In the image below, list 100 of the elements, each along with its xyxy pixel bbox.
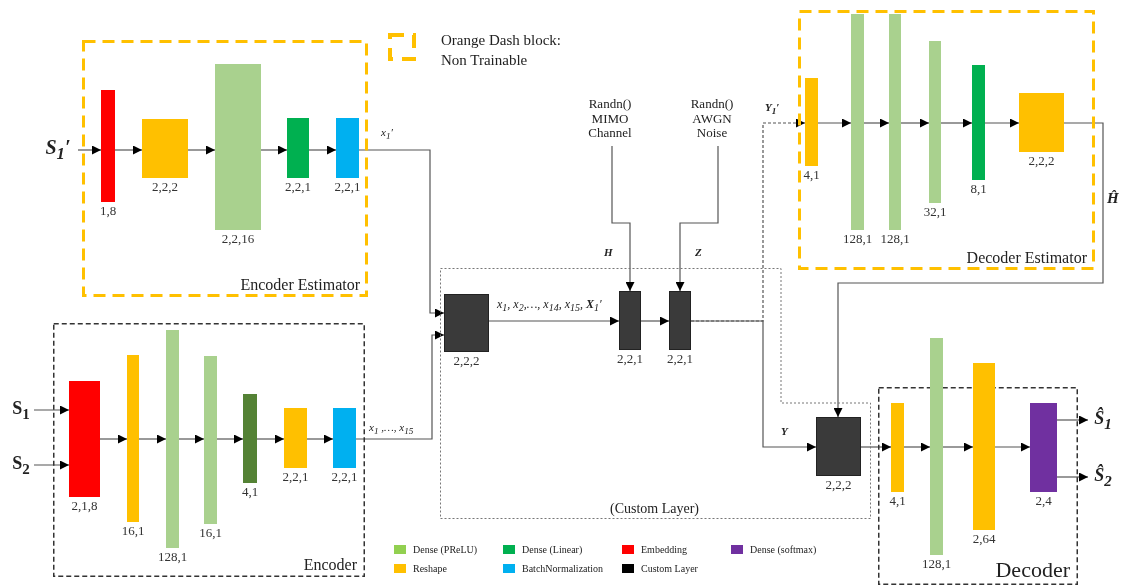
arrow bbox=[940, 118, 973, 128]
group-title: Encoder Estimator bbox=[240, 276, 360, 294]
group-title: Decoder Estimator bbox=[966, 249, 1087, 267]
signal-label: S$_{1}$ bbox=[12, 397, 30, 423]
dense-layer-bar bbox=[889, 14, 901, 230]
layer-size-label: 32,1 bbox=[923, 204, 947, 219]
custom-layer-block bbox=[619, 291, 641, 350]
arrow bbox=[611, 145, 635, 292]
signal-label: Ŝ$_{1}$ bbox=[1094, 407, 1112, 433]
legend-label: Dense (Linear) bbox=[522, 543, 583, 556]
group-title: (Custom Layer) bbox=[610, 500, 700, 516]
arrow bbox=[99, 434, 128, 444]
legend-label: BatchNormalization bbox=[522, 562, 604, 575]
edge-label: x$_{1}$′ bbox=[380, 126, 394, 142]
arrow bbox=[942, 442, 974, 452]
signal-label: Randn() MIMO Channel bbox=[587, 96, 633, 142]
arrow bbox=[833, 122, 1104, 418]
batch-norm-layer-bar bbox=[333, 408, 356, 468]
layer-size-label: 128,1 bbox=[921, 556, 952, 571]
dense-layer-bar bbox=[204, 356, 217, 524]
layer-size-label: 2,2,2 bbox=[453, 353, 480, 368]
arrow bbox=[138, 434, 167, 444]
softmax-layer-bar bbox=[1030, 403, 1057, 492]
layer-size-label: 2,2,1 bbox=[334, 179, 361, 194]
arrow bbox=[863, 118, 890, 128]
layer-size-label: 16,1 bbox=[121, 523, 145, 538]
signal-label: Ŝ$_{2}$ bbox=[1094, 464, 1112, 490]
arrow bbox=[355, 330, 445, 440]
layer-size-label: 2,2,1 bbox=[667, 351, 693, 366]
arrow bbox=[690, 320, 817, 452]
layer-size-label: 2,2,1 bbox=[617, 351, 643, 366]
layer-size-label: 4,1 bbox=[241, 484, 259, 499]
signal-label: Randn() AWGN Noise bbox=[689, 96, 735, 142]
legend-label: Reshape bbox=[413, 562, 447, 575]
arrow bbox=[994, 442, 1031, 452]
arrow bbox=[860, 442, 892, 452]
arrow bbox=[178, 434, 205, 444]
arrow bbox=[900, 118, 930, 128]
arrow bbox=[1056, 472, 1089, 482]
layer-size-label: 1,8 bbox=[99, 203, 117, 218]
layer-size-label: 8,1 bbox=[970, 181, 987, 196]
custom-layer-block bbox=[669, 291, 691, 350]
layer-size-label: 2,2,1 bbox=[282, 469, 309, 484]
group-title: Decoder bbox=[995, 557, 1070, 582]
batch-norm-layer-bar bbox=[336, 118, 359, 178]
arrow bbox=[358, 149, 445, 318]
reshape-layer-bar bbox=[284, 408, 307, 468]
dense-layer-bar bbox=[166, 330, 179, 548]
edge-label: H bbox=[603, 246, 614, 259]
layer-size-label: 128,1 bbox=[842, 231, 873, 246]
edge-label: x$_{1}$, x$_{2}$,…, x$_{14}$, x$_{15}$, X$_{1}$′ bbox=[496, 298, 603, 314]
arrow bbox=[77, 145, 102, 155]
arrow bbox=[1056, 415, 1089, 425]
dense-layer-bar bbox=[972, 65, 985, 180]
edge-label: Z bbox=[694, 246, 703, 259]
legend-label: Embedding bbox=[641, 543, 688, 556]
layer-size-label: 2,2,2 bbox=[152, 179, 178, 194]
reshape-layer-bar bbox=[805, 78, 818, 166]
layer-size-label: 4,1 bbox=[803, 167, 820, 182]
group-title: Encoder bbox=[303, 556, 357, 574]
arrow bbox=[114, 145, 143, 155]
reshape-layer-bar bbox=[891, 403, 904, 492]
arrow bbox=[903, 442, 931, 452]
layer-size-label: 128,1 bbox=[880, 231, 910, 246]
dense-layer-bar bbox=[930, 338, 943, 555]
legend-label: Custom Layer bbox=[641, 562, 698, 575]
arrow bbox=[675, 145, 719, 292]
layer-size-label: 2,2,1 bbox=[285, 179, 311, 194]
layer-size-label: 16,1 bbox=[199, 525, 222, 540]
reshape-layer-bar bbox=[142, 119, 188, 178]
dense-layer-bar bbox=[929, 41, 941, 203]
layer-size-label: 128,1 bbox=[157, 549, 188, 564]
layer-size-label: 2,2,16 bbox=[221, 231, 255, 246]
arrow bbox=[260, 145, 288, 155]
arrow bbox=[187, 145, 216, 155]
dense-layer-bar bbox=[215, 64, 261, 230]
arrow bbox=[33, 460, 70, 470]
embedding-layer-bar bbox=[69, 381, 100, 497]
signal-label: S$_{1}$′ bbox=[45, 136, 71, 164]
arrow bbox=[488, 316, 620, 326]
dense-layer-bar bbox=[243, 394, 257, 483]
embedding-layer-bar bbox=[101, 90, 115, 202]
arrow bbox=[33, 405, 70, 415]
layer-size-label: 4,1 bbox=[889, 493, 906, 508]
reshape-layer-bar bbox=[1019, 93, 1064, 152]
arrow bbox=[216, 434, 244, 444]
reshape-layer-bar bbox=[127, 355, 139, 522]
layer-size-label: 2,64 bbox=[972, 531, 996, 546]
edge-label: Y bbox=[780, 425, 789, 438]
arrow bbox=[256, 434, 285, 444]
layer-size-label: 2,2,2 bbox=[825, 477, 852, 492]
legend-label: Dense (PReLU) bbox=[413, 543, 478, 556]
dense-layer-bar bbox=[287, 118, 309, 178]
custom-layer-block bbox=[444, 294, 489, 352]
arrow bbox=[308, 145, 337, 155]
arrow bbox=[984, 118, 1020, 128]
legend-label: Orange Dash block: Non Trainable bbox=[441, 31, 562, 71]
arrow bbox=[306, 434, 334, 444]
reshape-layer-bar bbox=[973, 363, 995, 530]
layer-size-label: 2,4 bbox=[1035, 493, 1052, 508]
